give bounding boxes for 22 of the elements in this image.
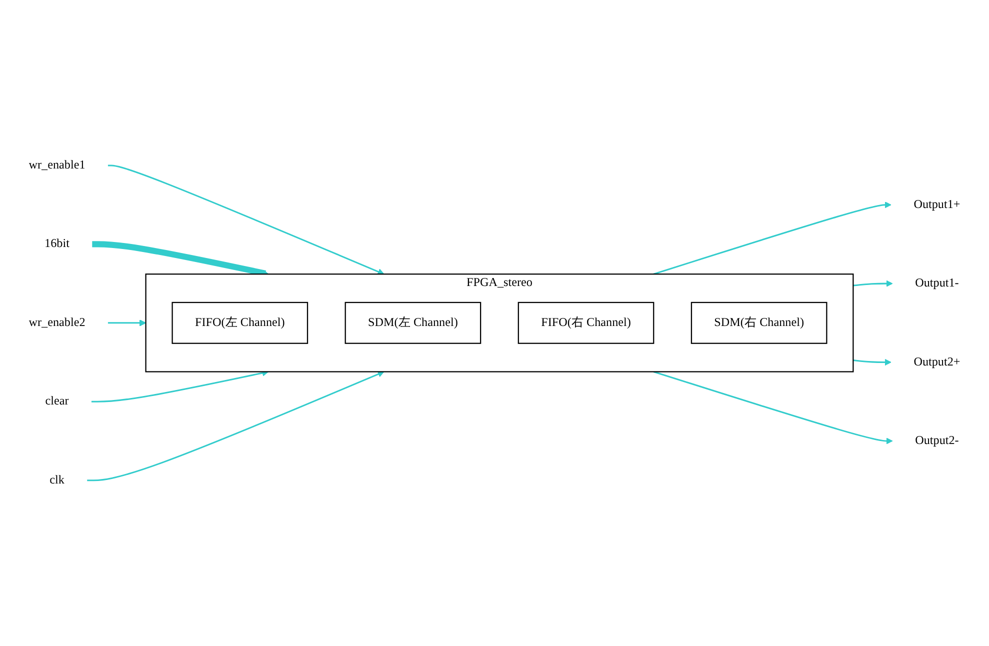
node-text: wr_enable2 [28,316,86,330]
node-text: Output1+ [914,198,960,211]
node-box [690,302,828,344]
node-text: Output2- [915,434,959,448]
arrow [853,280,893,287]
node-text: wr_enable1 [28,158,86,172]
node-text: clk [50,474,64,486]
node-text: Output1- [915,276,959,290]
arrow [108,164,384,275]
arrow [108,320,146,326]
arrow [87,371,384,482]
node-box [518,302,654,344]
node-text: clear [45,394,69,408]
arrow [653,202,892,275]
cluster [145,274,854,372]
node-text: 16bit [44,237,70,250]
block-diagram: FPGA_stereo FIFO(左 Channel) SDM(左 Channel) FIFO(右 Channel) SDM(右 Channel) wr_enable1 16bit wr_enable2 clear clk Output1+ Output1- Output2+ Output2- [0,139,989,507]
node-text: Output2+ [914,356,960,368]
node-box [172,302,308,344]
arrow [653,371,893,444]
arrow [853,359,892,366]
node-box [344,302,482,344]
